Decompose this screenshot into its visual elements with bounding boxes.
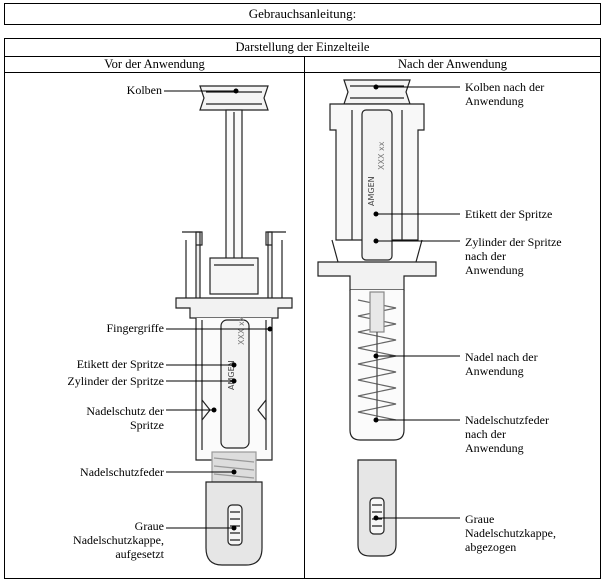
syringe-after-code: XXX xx — [377, 141, 386, 170]
label-needle-after-line1: Nadel nach der — [465, 350, 538, 364]
label-spring-after-line1: Nadelschutzfeder — [465, 413, 549, 427]
label-plunger: Kolben — [126, 83, 162, 97]
label-grey-cap-on-line3: aufgesetzt — [115, 547, 164, 561]
label-needle-after-line2: Anwendung — [465, 364, 524, 378]
label-needle-after: Nadel nach der Anwendung — [465, 350, 538, 378]
syringe-before-brand: AMGEN — [227, 360, 236, 390]
syringe-before-code: XXX xx — [237, 316, 246, 345]
label-barrel-after-line3: Anwendung — [465, 263, 524, 277]
label-grey-cap-off: Graue Nadelschutzkappe, abgezogen — [465, 512, 556, 554]
leader-lines — [164, 86, 460, 529]
label-grey-cap-off-line3: abgezogen — [465, 540, 517, 554]
label-grey-cap-off-line2: Nadelschutzkappe, — [465, 526, 556, 540]
label-syringe-label: Etikett der Spritze — [76, 357, 164, 371]
label-syringe-barrel: Zylinder der Spritze — [67, 374, 164, 388]
column-divider — [304, 57, 305, 578]
label-grey-cap-on-line1: Graue — [134, 519, 164, 533]
label-barrel-after-line1: Zylinder der Spritze — [465, 235, 562, 249]
label-spring-after: Nadelschutzfeder nach der Anwendung — [465, 413, 549, 455]
label-plunger-after-line1: Kolben nach der — [465, 80, 545, 94]
label-needle-guard-line2: Spritze — [130, 418, 164, 432]
label-plunger-after: Kolben nach der Anwendung — [465, 80, 544, 108]
table-header: Darstellung der Einzelteile — [5, 39, 600, 57]
column-header-before: Vor der Anwendung — [5, 57, 304, 73]
label-barrel-after: Zylinder der Spritze nach der Anwendung — [465, 235, 562, 277]
label-plunger-after-line2: Anwendung — [465, 94, 524, 108]
label-barrel-after-line2: nach der — [465, 249, 506, 263]
document-title: Gebrauchsanleitung: — [4, 3, 601, 25]
label-syringe-label-after: Etikett der Spritze — [465, 207, 553, 221]
label-needle-guard-line1: Nadelschutz der — [86, 404, 164, 418]
label-spring-after-line2: nach der — [465, 427, 506, 441]
syringe-before-illustration: AMGEN XXX xx — [175, 85, 293, 566]
syringe-after-brand: AMGEN — [367, 176, 376, 206]
label-needle-guard: Nadelschutz der Spritze — [86, 404, 164, 432]
label-spring-after-line3: Anwendung — [465, 441, 524, 455]
label-finger-grips: Fingergriffe — [106, 321, 164, 335]
syringe-after-illustration: AMGEN XXX xx — [317, 79, 437, 557]
label-needle-spring: Nadelschutzfeder — [80, 465, 164, 479]
label-grey-cap-off-line1: Graue — [465, 512, 495, 526]
parts-table: Darstellung der Einzelteile Vor der Anwe… — [4, 38, 601, 579]
label-grey-cap-on: Graue Nadelschutzkappe, aufgesetzt — [73, 519, 164, 561]
label-grey-cap-on-line2: Nadelschutzkappe, — [73, 533, 164, 547]
leader-dots — [211, 84, 379, 531]
column-header-after: Nach der Anwendung — [305, 57, 600, 73]
